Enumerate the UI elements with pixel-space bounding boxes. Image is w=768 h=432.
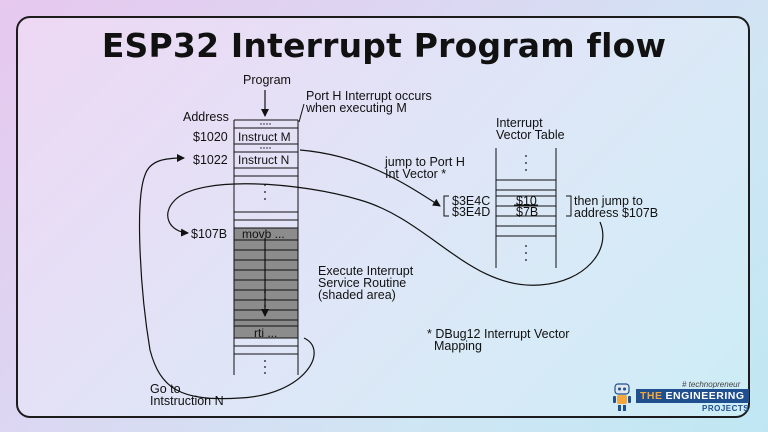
then-jump-line2: address $107B [574, 206, 659, 220]
dbug-note-line2: Mapping [434, 339, 482, 353]
cell-rti: rti ... [254, 326, 278, 340]
isr-shaded-area [234, 228, 298, 338]
port-h-label-line2: when executing M [306, 101, 407, 115]
vector-val-7b: $7B [516, 205, 539, 219]
cell-movb: movb ... [242, 227, 285, 241]
vector-addr-3e4d: $3E4D [452, 205, 491, 219]
port-h-label-line1: Port H Interrupt occurs [306, 89, 432, 103]
jump-to-vector-arrow [299, 149, 441, 207]
program-label: Program [243, 73, 291, 87]
robot-icon [613, 383, 631, 411]
logo-engineering: ENGINEERING [665, 390, 745, 402]
jump-label-line2: Int Vector * [385, 167, 447, 181]
then-jump-line1: then jump to [574, 194, 643, 208]
address-1022: $1022 [193, 153, 228, 167]
logo-tagline: # technopreneur [682, 380, 741, 389]
ivt-label-line1: Interrupt [496, 116, 543, 130]
address-107b: $107B [191, 227, 228, 241]
port-h-pointer [298, 103, 305, 123]
vector-addr-3e4c: $3E4C [452, 194, 491, 208]
vector-table [443, 148, 572, 268]
logo-the: THE [640, 390, 663, 402]
goto-label-line1: Go to [150, 382, 181, 396]
dbug-note-line1: * DBug12 Interrupt Vector [427, 327, 570, 341]
cell-instruct-n: Instruct N [238, 153, 290, 167]
isr-label-line3: (shaded area) [318, 288, 396, 302]
isr-label-line2: Service Routine [318, 276, 407, 290]
jump-label-line1: jump to Port H [385, 155, 465, 169]
ivt-label-line2: Vector Table [496, 128, 565, 142]
address-1020: $1020 [193, 130, 228, 144]
jump-to-isr-arrow [167, 183, 604, 286]
address-label: Address [183, 110, 229, 124]
vector-table-dots [525, 155, 527, 261]
return-to-instruction-n-arrow [138, 154, 315, 400]
cell-instruct-m: Instruct M [238, 130, 291, 144]
page-title: ESP32 Interrupt Program flow [101, 26, 667, 65]
goto-label-line2: Intstruction N [150, 394, 224, 408]
vector-val-10: $10 [516, 194, 537, 208]
program-memory-column [233, 119, 299, 375]
isr-label-line1: Execute Interrupt [318, 264, 414, 278]
logo-projects: PROJECTS [702, 404, 750, 413]
diagram-card [16, 16, 750, 418]
